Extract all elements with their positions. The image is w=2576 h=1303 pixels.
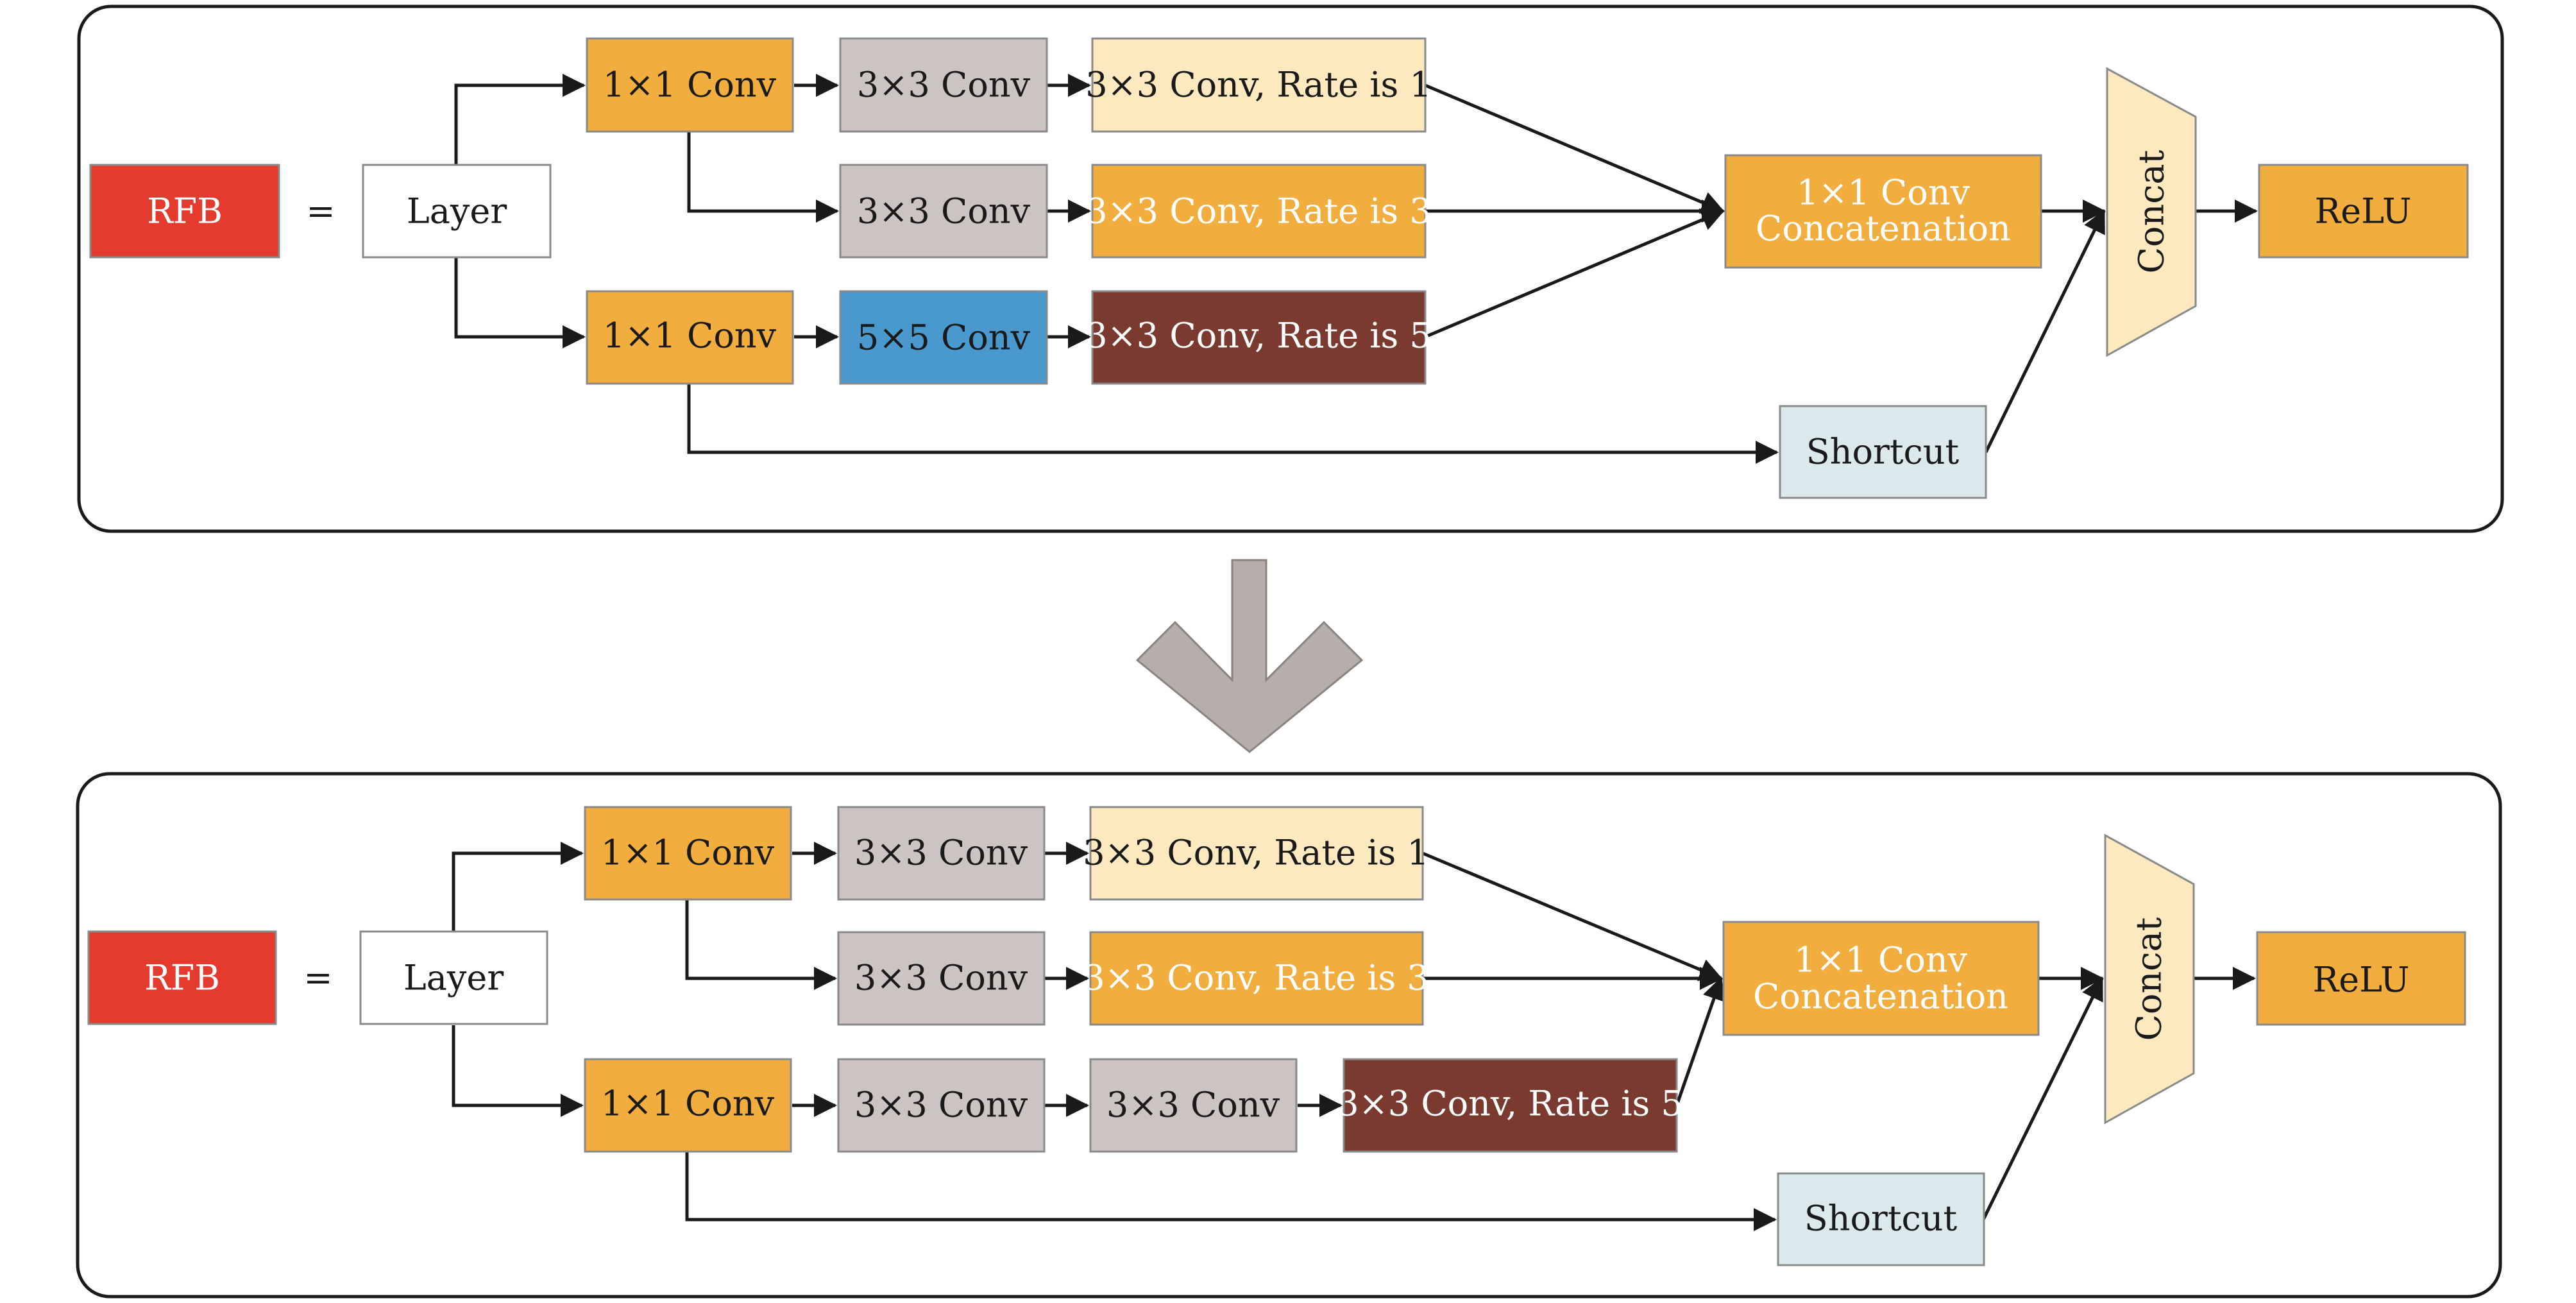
bottom-arrow-dil1-to-concat-conv (1422, 851, 1723, 981)
top-b2-conv-box (839, 164, 1048, 259)
bottom-relu-label: ReLU (2312, 960, 2409, 1000)
top-concat-conv-box (1724, 154, 2042, 269)
bottom-rfb-label: RFB (144, 958, 220, 998)
top-layer-label: Layer (407, 191, 507, 232)
top-relu-box (2258, 164, 2469, 259)
bottom-b1-conv2-box (837, 806, 1046, 901)
bottom-concat-conv-box (1722, 921, 2040, 1036)
top-b3-conv2-box (839, 290, 1048, 385)
top-b1-dil-label: 3×3 Conv, Rate is 1 (1085, 65, 1432, 105)
bottom-rfb-box (87, 930, 277, 1025)
bottom-panel-frame (76, 772, 2502, 1299)
bottom-concat-trapezoid (2104, 833, 2195, 1125)
bottom-arrow-b3-to-shortcut (685, 1152, 1777, 1231)
top-b3-dil-label: 3×3 Conv, Rate is 5 (1085, 316, 1432, 356)
transition-down-arrow (1135, 559, 1364, 753)
top-b1-conv2-label: 3×3 Conv (857, 65, 1031, 105)
top-connectors (454, 74, 2258, 464)
top-layer-box (362, 164, 552, 259)
bottom-concat-conv-label-2: Concatenation (1753, 976, 2008, 1017)
bottom-b2-dil-label: 3×3 Conv, Rate is 3 (1083, 958, 1429, 998)
top-concat-conv-label-2: Concatenation (1756, 209, 2011, 249)
top-arrow-dil5-to-concat-conv (1425, 209, 1725, 339)
bottom-b2-dil-box (1089, 931, 1424, 1026)
bottom-b2-conv-label: 3×3 Conv (854, 958, 1028, 998)
top-b2-conv-label: 3×3 Conv (857, 191, 1031, 232)
top-concat-label: Concat (2131, 149, 2172, 273)
bottom-concat-conv-label: 1×1 Conv (1794, 940, 1968, 980)
bottom-b3-conv2-label: 3×3 Conv (854, 1085, 1028, 1125)
bottom-b1-conv2-label: 3×3 Conv (854, 833, 1028, 873)
top-shortcut-label: Shortcut (1806, 432, 1960, 472)
bottom-b3-conv3-box (1089, 1058, 1298, 1153)
top-arrow-b3-to-shortcut (687, 384, 1779, 464)
bottom-arrow-shortcut-to-concat (1981, 976, 2104, 1221)
top-rfb-box (89, 164, 280, 259)
bottom-b3-dil-label: 3×3 Conv, Rate is 5 (1337, 1084, 1683, 1124)
top-equals-sign: = (306, 191, 335, 232)
top-arrow-shortcut-to-concat (1984, 209, 2106, 454)
top-concat-trapezoid (2106, 67, 2197, 357)
bottom-b1-dil-label: 3×3 Conv, Rate is 1 (1083, 833, 1429, 873)
bottom-arrow-b1-to-b2 (685, 900, 837, 990)
bottom-layer-box (359, 930, 548, 1025)
bottom-b3-conv1-label: 1×1 Conv (601, 1084, 775, 1124)
top-arrow-layer-to-b1 (454, 74, 586, 165)
bottom-b1-conv1-box (584, 806, 792, 901)
bottom-connectors (452, 842, 2256, 1231)
top-b3-conv1-label: 1×1 Conv (603, 316, 777, 356)
bottom-arrow-dil5-to-concat-conv (1675, 976, 1725, 1106)
top-relu-label: ReLU (2314, 191, 2411, 232)
bottom-panel: RFB = Layer 1×1 Conv 3×3 Conv 3×3 Conv, … (76, 772, 2502, 1299)
bottom-arrow-layer-to-b3 (452, 1025, 584, 1117)
top-shortcut-box (1779, 405, 1987, 499)
top-b3-conv2-label: 5×5 Conv (857, 318, 1031, 358)
top-b1-conv1-box (586, 37, 794, 133)
top-arrow-b1-to-b2 (687, 132, 839, 223)
bottom-b1-conv1-label: 1×1 Conv (601, 833, 775, 873)
top-panel-frame (77, 4, 2504, 533)
top-b2-dil-label: 3×3 Conv, Rate is 3 (1085, 191, 1432, 232)
bottom-shortcut-box (1777, 1172, 1985, 1266)
bottom-b1-dil-box (1089, 806, 1424, 901)
top-panel: RFB = Layer 1×1 Conv 3×3 Conv 3×3 Conv, … (77, 4, 2504, 533)
bottom-layer-label: Layer (403, 958, 504, 998)
top-rfb-label: RFB (147, 191, 223, 232)
top-b2-dil-box (1091, 164, 1427, 259)
top-concat-conv-label: 1×1 Conv (1797, 173, 1970, 213)
bottom-relu-box (2256, 931, 2466, 1026)
bottom-concat-label: Concat (2129, 917, 2169, 1041)
bottom-equals-sign: = (303, 958, 332, 998)
top-b1-dil-box (1091, 37, 1427, 133)
bottom-b2-conv-box (837, 931, 1046, 1026)
top-arrow-dil1-to-concat-conv (1425, 83, 1725, 214)
bottom-arrow-layer-to-b1 (452, 842, 584, 932)
bottom-b3-conv2-box (837, 1058, 1046, 1153)
top-arrow-layer-to-b3 (454, 258, 586, 348)
bottom-b3-conv3-label: 3×3 Conv (1106, 1085, 1280, 1125)
bottom-shortcut-label: Shortcut (1804, 1198, 1958, 1239)
top-b1-conv2-box (839, 37, 1048, 133)
top-b3-dil-box (1091, 290, 1427, 385)
bottom-b3-conv1-box (584, 1058, 792, 1153)
top-b1-conv1-label: 1×1 Conv (603, 65, 777, 105)
bottom-b3-dil-box (1343, 1058, 1678, 1153)
top-b3-conv1-box (586, 290, 794, 385)
